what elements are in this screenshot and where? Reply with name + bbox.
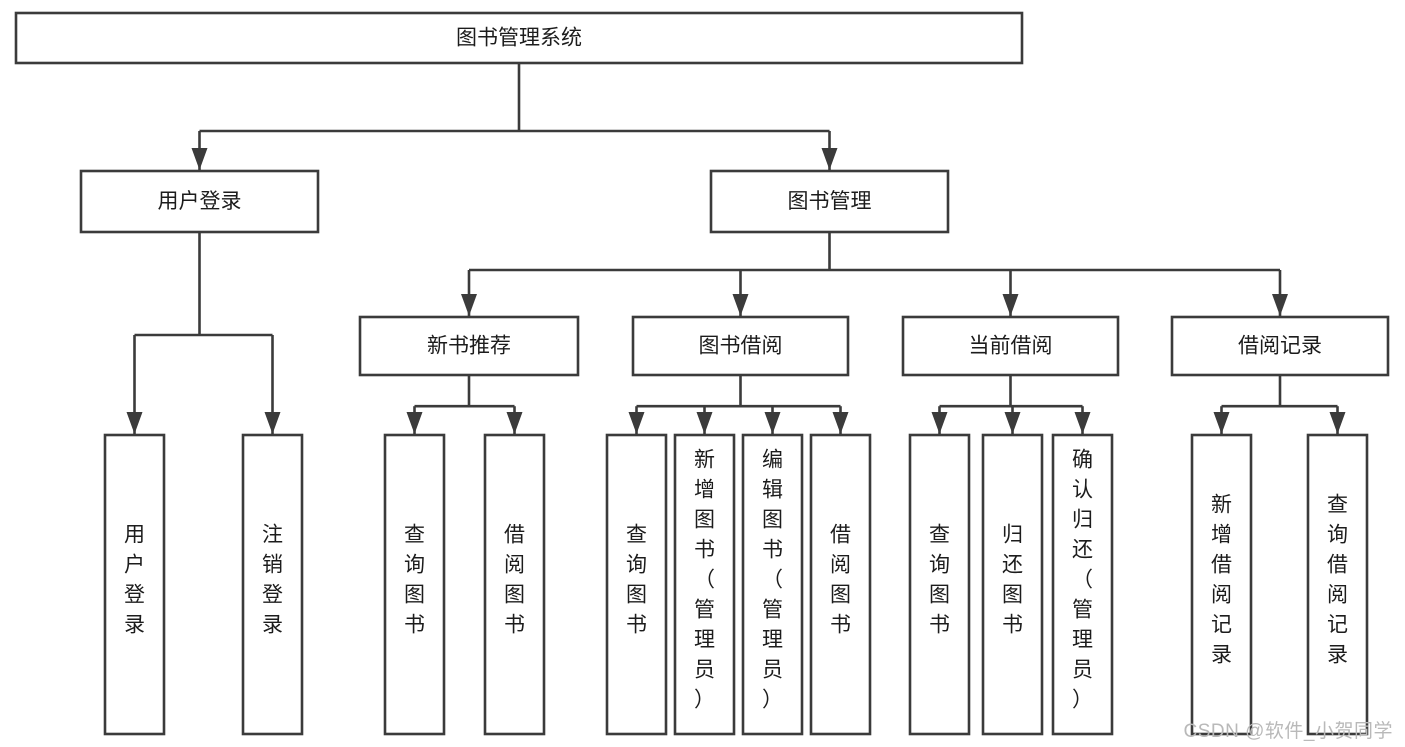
node-current-borrow-rect[interactable]	[901, 315, 1120, 377]
node-leaf-add-book[interactable]: 新增图书（管理员）	[673, 433, 736, 736]
node-leaf-query-book-2[interactable]: 查询图书	[605, 433, 668, 736]
node-borrow-record-label: 借阅记录	[1238, 335, 1322, 358]
node-book-management[interactable]: 图书管理	[709, 169, 950, 234]
node-root-book-management-system-rect[interactable]	[14, 11, 1024, 65]
arrow-head-level3-3	[1272, 294, 1288, 316]
node-leaf-edit-book-rect[interactable]	[741, 433, 804, 736]
node-book-management-rect[interactable]	[709, 169, 950, 234]
node-leaf-borrow-book-2[interactable]: 借阅图书	[809, 433, 872, 736]
node-new-book-recommend-label: 新书推荐	[427, 335, 511, 358]
node-leaf-add-book-label: 新增图书（管理员）	[694, 449, 715, 712]
node-leaf-query-book-1-rect[interactable]	[383, 433, 446, 736]
node-leaf-borrow-book-2-rect[interactable]	[809, 433, 872, 736]
boxes-layer: 图书管理系统用户登录图书管理新书推荐图书借阅当前借阅借阅记录用户登录注销登录查询…	[14, 11, 1390, 736]
node-current-borrow[interactable]: 当前借阅	[901, 315, 1120, 377]
node-leaf-borrow-book-1-label: 借阅图书	[504, 524, 525, 637]
node-leaf-query-book-1-label: 查询图书	[404, 524, 425, 637]
node-book-borrow[interactable]: 图书借阅	[631, 315, 850, 377]
node-leaf-query-book-2-rect[interactable]	[605, 433, 668, 736]
connectors-layer	[126, 63, 1346, 434]
node-leaf-add-borrow-record[interactable]: 新增借阅记录	[1190, 433, 1253, 736]
node-leaf-borrow-book-2-label: 借阅图书	[830, 524, 851, 637]
node-user-login-label: 用户登录	[158, 190, 242, 213]
node-leaf-user-login[interactable]: 用户登录	[103, 433, 166, 736]
node-leaf-return-book-rect[interactable]	[981, 433, 1044, 736]
node-leaf-confirm-return-label: 确认归还（管理员）	[1072, 449, 1093, 712]
node-book-management-label: 图书管理	[788, 190, 872, 213]
arrow-head-borrow-record-0	[1213, 412, 1230, 434]
node-leaf-borrow-book-1-rect[interactable]	[483, 433, 546, 736]
node-user-login-rect[interactable]	[79, 169, 320, 234]
node-new-book-recommend[interactable]: 新书推荐	[358, 315, 580, 377]
csdn-watermark: CSDN @软件_小贺同学	[1183, 721, 1393, 742]
node-new-book-recommend-rect[interactable]	[358, 315, 580, 377]
arrow-head-book-borrow-2	[764, 412, 781, 434]
node-leaf-query-book-3-rect[interactable]	[908, 433, 971, 736]
node-leaf-query-book-1[interactable]: 查询图书	[383, 433, 446, 736]
node-borrow-record-rect[interactable]	[1170, 315, 1390, 377]
node-leaf-query-book-3[interactable]: 查询图书	[908, 433, 971, 736]
node-leaf-query-book-3-label: 查询图书	[929, 524, 950, 637]
node-current-borrow-label: 当前借阅	[969, 335, 1053, 358]
node-root-book-management-system-label: 图书管理系统	[456, 27, 582, 50]
arrow-head-level2-0	[191, 148, 208, 170]
arrow-head-level3-1	[732, 294, 749, 316]
node-leaf-logout-label: 注销登录	[262, 524, 283, 637]
node-leaf-logout-rect[interactable]	[241, 433, 304, 736]
arrow-head-current-borrow-0	[931, 412, 948, 434]
arrow-head-user-login-0	[126, 412, 143, 434]
arrow-head-level3-0	[461, 294, 477, 316]
node-leaf-return-book-label: 归还图书	[1002, 524, 1023, 637]
node-leaf-edit-book-label: 编辑图书（管理员）	[762, 449, 783, 712]
node-leaf-user-login-label: 用户登录	[124, 524, 145, 637]
arrow-head-new-book-recommend-1	[506, 412, 523, 434]
node-borrow-record[interactable]: 借阅记录	[1170, 315, 1390, 377]
node-leaf-confirm-return[interactable]: 确认归还（管理员）	[1051, 433, 1114, 736]
arrow-head-book-borrow-3	[832, 412, 849, 434]
arrow-head-book-borrow-1	[696, 412, 713, 434]
node-leaf-return-book[interactable]: 归还图书	[981, 433, 1044, 736]
arrow-head-book-borrow-0	[628, 412, 645, 434]
node-leaf-add-borrow-record-rect[interactable]	[1190, 433, 1253, 736]
node-leaf-user-login-rect[interactable]	[103, 433, 166, 736]
node-leaf-query-borrow-record-rect[interactable]	[1306, 433, 1369, 736]
node-book-borrow-rect[interactable]	[631, 315, 850, 377]
node-leaf-confirm-return-rect[interactable]	[1051, 433, 1114, 736]
node-leaf-borrow-book-1[interactable]: 借阅图书	[483, 433, 546, 736]
node-leaf-query-book-2-label: 查询图书	[626, 524, 647, 637]
arrow-head-new-book-recommend-0	[406, 412, 423, 434]
node-root-book-management-system[interactable]: 图书管理系统	[14, 11, 1024, 65]
arrow-head-level3-2	[1002, 294, 1019, 316]
arrow-head-level2-1	[821, 148, 838, 170]
arrow-head-current-borrow-2	[1074, 412, 1091, 434]
node-leaf-logout[interactable]: 注销登录	[241, 433, 304, 736]
arrow-head-user-login-1	[264, 412, 281, 434]
node-book-borrow-label: 图书借阅	[699, 335, 783, 358]
node-user-login[interactable]: 用户登录	[79, 169, 320, 234]
arrow-head-current-borrow-1	[1004, 412, 1021, 434]
node-leaf-query-borrow-record-label: 查询借阅记录	[1327, 494, 1348, 667]
arrow-head-borrow-record-1	[1329, 412, 1346, 434]
node-leaf-add-book-rect[interactable]	[673, 433, 736, 736]
node-leaf-edit-book[interactable]: 编辑图书（管理员）	[741, 433, 804, 736]
node-leaf-query-borrow-record[interactable]: 查询借阅记录	[1306, 433, 1369, 736]
node-leaf-add-borrow-record-label: 新增借阅记录	[1211, 494, 1232, 667]
